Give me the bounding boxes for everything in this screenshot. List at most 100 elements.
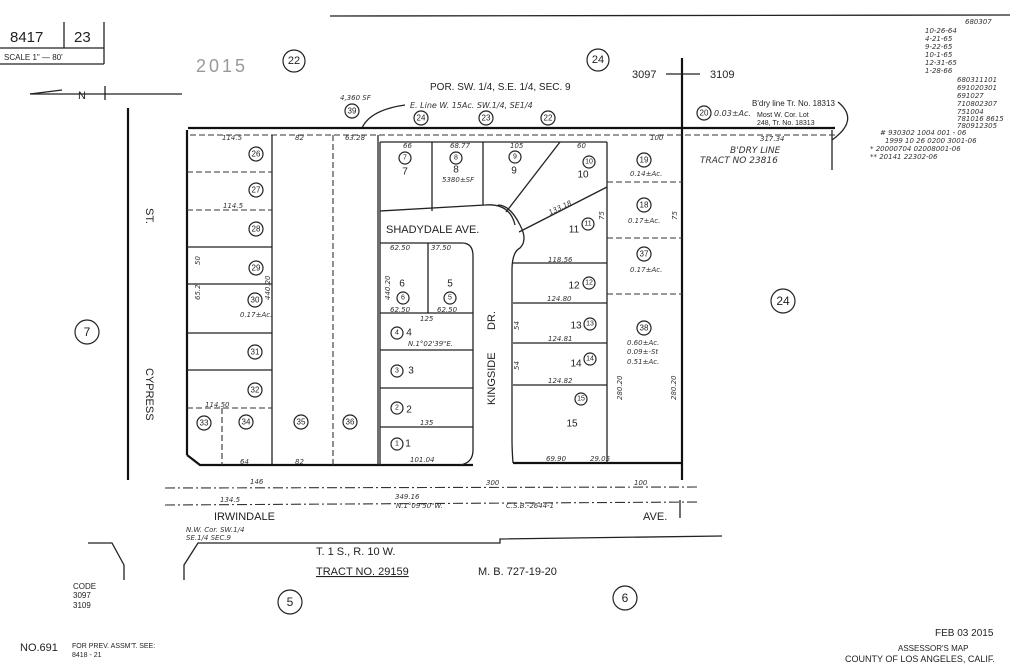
north-arrow: N xyxy=(29,86,182,102)
lot-9[interactable]: 99 xyxy=(508,150,522,177)
svg-text:29: 29 xyxy=(252,264,261,273)
parcel-37[interactable]: 37 xyxy=(636,246,652,262)
parcel-36[interactable]: 36 xyxy=(342,414,358,430)
svg-text:9: 9 xyxy=(513,154,517,161)
svg-text:1: 1 xyxy=(395,441,399,448)
lot-5[interactable]: 55 xyxy=(443,279,457,305)
parcel-38-area-2: 0.09±-St xyxy=(627,348,658,356)
map-page-5[interactable]: 5 xyxy=(277,589,303,615)
street-cypress: CYPRESS xyxy=(143,368,155,421)
svg-text:13: 13 xyxy=(586,321,594,328)
svg-text:440.20: 440.20 xyxy=(264,275,272,300)
parcel-34[interactable]: 34 xyxy=(238,414,254,430)
assessor-map-label: ASSESSOR'S MAP xyxy=(898,644,968,653)
parcel-19[interactable]: 19 xyxy=(636,152,652,168)
parcel-28[interactable]: 28 xyxy=(248,221,264,237)
svg-text:1: 1 xyxy=(405,439,411,450)
lot-8[interactable]: 88 xyxy=(449,151,463,176)
svg-text:37.50: 37.50 xyxy=(431,244,452,252)
svg-text:680307: 680307 xyxy=(965,18,992,26)
north-label: N xyxy=(78,90,86,102)
code-right: 3109 xyxy=(710,69,734,81)
code-block: CODE 3097 3109 xyxy=(73,582,96,610)
svg-text:28: 28 xyxy=(252,225,261,234)
parcel-33[interactable]: 33 xyxy=(196,415,212,431)
svg-text:N.1°09'50"W.: N.1°09'50"W. xyxy=(396,502,443,510)
svg-text:8: 8 xyxy=(453,165,459,176)
parcel-27[interactable]: 27 xyxy=(248,182,264,198)
parcel-18[interactable]: 18 xyxy=(636,197,652,213)
svg-text:135: 135 xyxy=(420,419,434,427)
parcel-30[interactable]: 30 xyxy=(247,292,263,308)
parcel-23[interactable]: 23 xyxy=(478,110,494,126)
tract-label: TRACT NO. 29159 xyxy=(316,566,409,578)
lot-6[interactable]: 66 xyxy=(396,279,410,305)
svg-text:710802307: 710802307 xyxy=(957,100,998,108)
parcel-29[interactable]: 29 xyxy=(248,260,264,276)
parcel-26[interactable]: 26 xyxy=(248,146,264,162)
township-label: T. 1 S., R. 10 W. xyxy=(316,546,395,558)
parcel-38-area-3: 0.51±Ac. xyxy=(627,358,659,366)
svg-text:29.05: 29.05 xyxy=(590,455,611,463)
map-page-24-right[interactable]: 24 xyxy=(770,288,796,314)
parcel-32[interactable]: 32 xyxy=(247,382,263,398)
parcel-22[interactable]: 22 xyxy=(540,110,556,126)
parcel-31[interactable]: 31 xyxy=(247,344,263,360)
parcel-39[interactable]: 39 xyxy=(344,103,360,119)
svg-text:N.1°02'39"E.: N.1°02'39"E. xyxy=(408,340,453,348)
bdry-note: B'dry line Tr. No. 18313 xyxy=(752,99,835,108)
svg-text:118.56: 118.56 xyxy=(548,256,573,264)
svg-text:30: 30 xyxy=(251,296,260,305)
map-page-7[interactable]: 7 xyxy=(74,319,100,345)
svg-text:8: 8 xyxy=(454,155,458,162)
map-page-6[interactable]: 6 xyxy=(612,585,638,611)
map-scale: SCALE 1" — 80' xyxy=(4,53,63,62)
svg-text:54: 54 xyxy=(513,361,521,370)
year-stamp: 2015 xyxy=(196,56,248,76)
map-page-number: 23 xyxy=(74,29,91,46)
svg-text:300: 300 xyxy=(486,479,500,487)
svg-text:26: 26 xyxy=(252,150,261,159)
parcel-20[interactable]: 20 xyxy=(696,105,712,121)
parcel-19-area: 0.14±Ac. xyxy=(630,170,662,178)
svg-text:10: 10 xyxy=(585,159,593,166)
svg-text:9: 9 xyxy=(511,166,517,177)
parcel-38[interactable]: 38 xyxy=(636,320,652,336)
map-page-22[interactable]: 22 xyxy=(282,49,306,73)
section-label: POR. SW. 1/4, S.E. 1/4, SEC. 9 xyxy=(430,82,571,93)
svg-text:31: 31 xyxy=(251,348,260,357)
parcel-20-area: 0.03±Ac. xyxy=(714,109,751,118)
map-page-24-top[interactable]: 24 xyxy=(586,48,610,72)
svg-text:5: 5 xyxy=(448,295,452,302)
svg-text:9-22-65: 9-22-65 xyxy=(925,43,953,51)
svg-text:24: 24 xyxy=(776,294,790,308)
svg-text:36: 36 xyxy=(346,418,355,427)
parcel-18-area: 0.17±Ac. xyxy=(628,217,660,225)
parcel-35[interactable]: 35 xyxy=(293,414,309,430)
lot-7[interactable]: 77 xyxy=(398,151,412,178)
svg-text:15: 15 xyxy=(577,396,585,403)
svg-text:32: 32 xyxy=(251,386,260,395)
svg-text:33: 33 xyxy=(200,419,209,428)
svg-text:62.50: 62.50 xyxy=(437,306,458,314)
revision-notes: # 930302 1004 001 - 06 1999 10 26 0200 3… xyxy=(870,129,977,161)
nw-corner-note-1: N.W. Cor. SW.1/4 xyxy=(186,526,244,534)
svg-text:18: 18 xyxy=(640,201,649,210)
svg-text:CODE: CODE xyxy=(73,582,96,591)
svg-text:64: 64 xyxy=(240,458,249,466)
svg-text:3109: 3109 xyxy=(73,601,91,610)
svg-text:134.5: 134.5 xyxy=(220,496,241,504)
svg-text:75: 75 xyxy=(598,211,606,220)
parcel-24[interactable]: 24 xyxy=(413,110,429,126)
svg-text:781016 8615: 781016 8615 xyxy=(957,115,1004,123)
